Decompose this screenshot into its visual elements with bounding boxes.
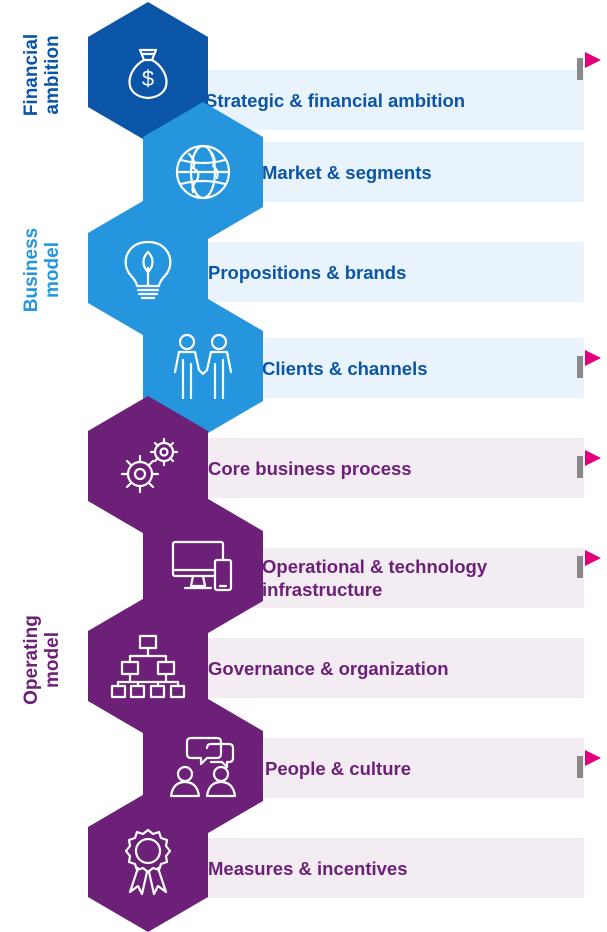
group-label-operating-model: Operating model: [21, 615, 63, 705]
step-label: Measures & incentives: [208, 857, 408, 879]
step-label: Governance & organization: [208, 657, 449, 679]
lightbulb-icon: [124, 240, 172, 300]
flag-marker-icon: [577, 550, 607, 578]
step-label: Propositions & brands: [208, 261, 407, 283]
flag-marker-icon: [577, 450, 607, 478]
step-label: Core business process: [208, 457, 412, 479]
step-bar: Governance & organization: [170, 638, 584, 698]
step-bar: Core business process: [170, 438, 584, 498]
award-ribbon-icon: [124, 828, 172, 896]
group-label-financial-ambition: Financial ambition: [21, 33, 63, 117]
step-bar: Propositions & brands: [170, 242, 584, 302]
step-label: Clients & channels: [262, 357, 428, 379]
step-label: People & culture: [265, 757, 411, 779]
computer-devices-icon: [171, 540, 233, 592]
people-chat-icon: [169, 736, 237, 798]
group-label-business-model: Business model: [21, 227, 63, 313]
money-bag-icon: $: [128, 48, 168, 100]
step-label: Operational & technology infrastructure: [262, 556, 488, 600]
flag-marker-icon: [577, 750, 607, 778]
step-bar: Strategic & financial ambition: [170, 70, 584, 130]
handshake-icon: [173, 333, 233, 400]
step-label: Strategic & financial ambition: [205, 89, 466, 111]
flag-marker-icon: [577, 350, 607, 378]
step-bar: Measures & incentives: [170, 838, 584, 898]
org-chart-icon: [110, 634, 186, 699]
flag-marker-icon: [577, 52, 607, 80]
globe-icon: [175, 144, 231, 200]
gears-icon: [120, 437, 179, 494]
step-label: Market & segments: [262, 161, 432, 183]
svg-text:$: $: [142, 66, 154, 91]
